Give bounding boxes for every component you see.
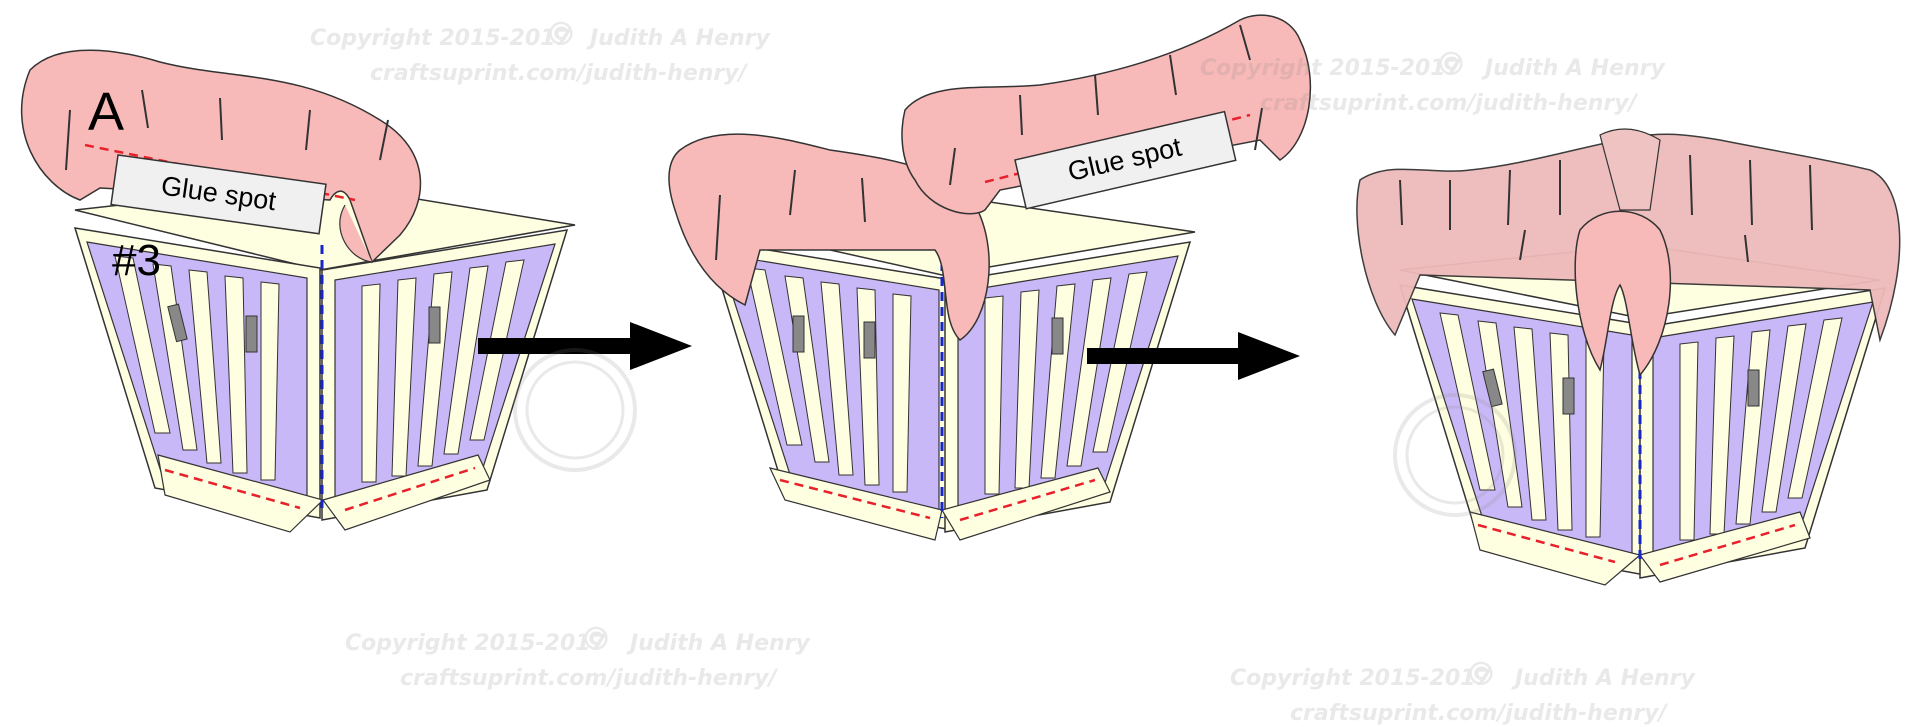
watermark-url: craftsuprint.com/judith-henry/: [370, 61, 749, 86]
step-2: Glue spot: [669, 15, 1310, 540]
latch-tab: [1563, 378, 1574, 414]
watermark-author: Judith A Henry: [626, 631, 812, 656]
watermark-author: Judith A Henry: [1481, 56, 1667, 81]
watermark-author: Judith A Henry: [586, 26, 772, 51]
watermark-copyright: Copyright 2015-2017: [1230, 666, 1492, 691]
latch-tab: [1052, 318, 1063, 354]
watermark-url: craftsuprint.com/judith-henry/: [400, 666, 779, 691]
step-3: [1357, 129, 1900, 585]
copyright-icon: ©: [1435, 45, 1467, 83]
copyright-icon: ©: [545, 15, 577, 53]
watermark-url: craftsuprint.com/judith-henry/: [1290, 701, 1669, 726]
watermark-copyright: Copyright 2015-2017: [1200, 56, 1462, 81]
copyright-icon: ©: [1465, 655, 1497, 693]
copyright-icon: ©: [580, 620, 612, 658]
watermark-copyright: Copyright 2015-2017: [310, 26, 572, 51]
watermark-copyright: Copyright 2015-2017: [345, 631, 607, 656]
latch-tab: [1748, 370, 1759, 406]
piece-letter: A: [88, 82, 124, 142]
latch-tab: [429, 307, 440, 343]
latch-tab: [793, 316, 804, 352]
step-1: Glue spot A #3: [22, 50, 575, 532]
watermark-url: craftsuprint.com/judith-henry/: [1260, 91, 1639, 116]
latch-tab: [246, 316, 257, 352]
watermark-author: Judith A Henry: [1511, 666, 1697, 691]
latch-tab: [864, 322, 875, 358]
panel-number: #3: [112, 236, 161, 285]
